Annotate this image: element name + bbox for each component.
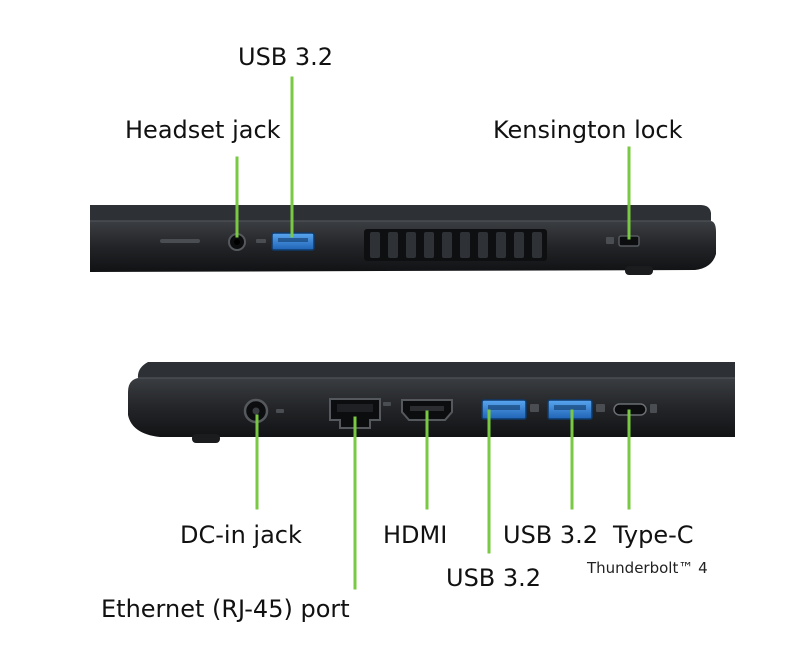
label-headset-jack: Headset jack <box>125 116 281 144</box>
label-type-c: Type-C <box>613 521 694 549</box>
air-vents <box>364 229 547 261</box>
label-usb-bottom-right: USB 3.2 <box>503 521 599 549</box>
indicator-icons <box>160 239 200 243</box>
lid-bottom <box>137 362 735 378</box>
lid-top <box>90 205 711 221</box>
label-dc-in-jack: DC-in jack <box>180 521 302 549</box>
label-thunderbolt: Thunderbolt™ 4 <box>587 559 708 577</box>
foot-top <box>625 266 653 275</box>
foot-bottom <box>192 434 220 443</box>
label-kensington-lock: Kensington lock <box>493 116 683 144</box>
leader-lines <box>235 76 631 590</box>
label-hdmi: HDMI <box>383 521 448 549</box>
label-usb-bottom-left: USB 3.2 <box>446 564 542 592</box>
label-usb-top: USB 3.2 <box>238 43 334 71</box>
label-ethernet-port: Ethernet (RJ-45) port <box>101 595 350 623</box>
laptop-left-side <box>90 205 716 275</box>
laptop-right-side <box>128 362 735 443</box>
